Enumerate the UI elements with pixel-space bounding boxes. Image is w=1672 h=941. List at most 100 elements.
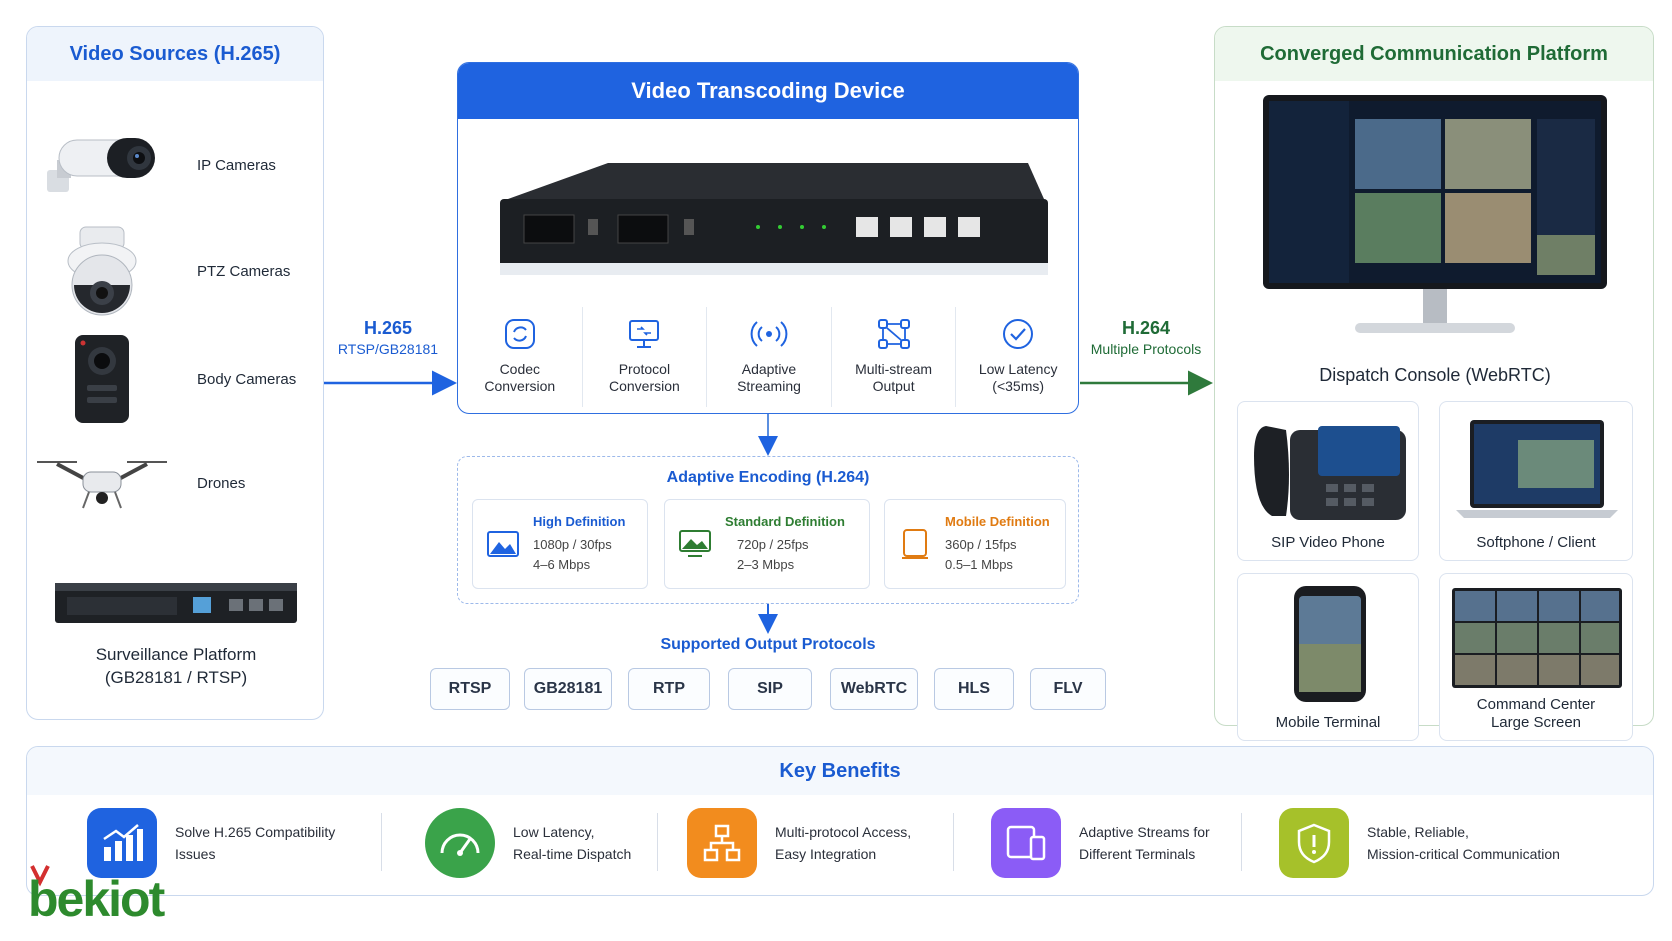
- broadcast-icon: [749, 313, 789, 355]
- source-ptz-cameras: PTZ Cameras: [27, 221, 325, 321]
- terminal-line1: Command Center: [1476, 696, 1596, 713]
- feature-line2: Conversion: [484, 378, 556, 394]
- output-codec: H.264: [1121, 318, 1171, 338]
- profile-bitrate: 2–3 Mbps: [737, 556, 795, 572]
- bekiot-logo: bekiot: [28, 862, 203, 927]
- terminal-mobile: Mobile Terminal: [1237, 573, 1419, 741]
- feature-codec-conversion: Codec Conversion: [458, 307, 583, 407]
- benefit-line1: Low Latency,: [513, 824, 595, 840]
- terminal-line2: Large Screen: [1490, 714, 1582, 731]
- terminal-label: Command Center Large Screen: [1440, 696, 1632, 732]
- protocol-gb28181: GB28181: [524, 668, 612, 710]
- image-icon: [473, 530, 533, 558]
- benefit-divider: [953, 813, 954, 871]
- desk-phone-icon: [1246, 416, 1412, 531]
- terminal-sip-video-phone: SIP Video Phone: [1237, 401, 1419, 561]
- terminal-line1: Softphone / Client: [1476, 534, 1596, 551]
- benefit-line2: Real-time Dispatch: [513, 846, 632, 862]
- codec-conversion-icon: [503, 313, 537, 355]
- benefit-divider: [381, 813, 382, 871]
- input-protocol: RTSP/GB28181: [337, 341, 439, 357]
- feature-line2: Conversion: [608, 378, 680, 394]
- feature-adaptive-streaming: Adaptive Streaming: [707, 307, 832, 407]
- input-codec: H.265: [363, 318, 413, 338]
- benefit-divider: [657, 813, 658, 871]
- profile-standard-definition: Standard Definition 720p / 25fps 2–3 Mbp…: [664, 499, 870, 589]
- profile-resolution: 1080p / 30fps: [533, 536, 612, 552]
- device-title: Video Transcoding Device: [458, 63, 1078, 119]
- adaptive-encoding-panel: Adaptive Encoding (H.264) High Definitio…: [457, 456, 1079, 604]
- terminal-label: Softphone / Client: [1440, 534, 1632, 552]
- source-drones: Drones: [27, 433, 325, 533]
- terminal-label: SIP Video Phone: [1238, 534, 1418, 552]
- dispatch-console-label: Dispatch Console (WebRTC): [1319, 365, 1551, 385]
- profile-bitrate: 4–6 Mbps: [533, 556, 591, 572]
- profile-name: High Definition: [533, 513, 626, 529]
- monitor-image-icon: [665, 529, 725, 559]
- platform-title: Converged Communication Platform: [1215, 27, 1653, 81]
- profile-mobile-definition: Mobile Definition 360p / 15fps 0.5–1 Mbp…: [884, 499, 1066, 589]
- feature-multi-stream-output: Multi-stream Output: [832, 307, 957, 407]
- ptz-camera-icon: [27, 221, 177, 321]
- protocol-sip: SIP: [728, 668, 812, 710]
- dispatch-monitor-icon: [1263, 95, 1607, 360]
- feature-line2: Streaming: [737, 378, 801, 394]
- benefit-low-latency: Low Latency, Real-time Dispatch: [425, 807, 631, 879]
- source-ip-cameras: IP Cameras: [27, 115, 325, 215]
- video-sources-title: Video Sources (H.265): [27, 27, 323, 81]
- feature-low-latency: Low Latency (<35ms): [956, 307, 1080, 407]
- profile-high-definition: High Definition 1080p / 30fps 4–6 Mbps: [472, 499, 648, 589]
- terminal-line1: SIP Video Phone: [1271, 534, 1385, 551]
- benefit-divider: [1241, 813, 1242, 871]
- ip-camera-icon: [27, 115, 177, 215]
- input-arrow-label: H.265 RTSP/GB28181: [326, 318, 450, 357]
- benefit-line2: Issues: [175, 846, 216, 862]
- terminal-softphone-client: Softphone / Client: [1439, 401, 1633, 561]
- output-protocol: Multiple Protocols: [1090, 341, 1202, 357]
- feature-line1: Codec: [499, 361, 541, 377]
- feature-line1: Multi-stream: [855, 361, 933, 377]
- body-camera-icon: [27, 329, 177, 429]
- transcoder-hardware-icon: [488, 155, 1050, 300]
- source-label: Body Cameras: [197, 370, 297, 388]
- benefit-line1: Stable, Reliable,: [1367, 824, 1469, 840]
- hierarchy-icon: [687, 808, 757, 878]
- svg-text:bekiot: bekiot: [28, 871, 166, 922]
- source-label: IP Cameras: [197, 156, 276, 174]
- protocols-title: Supported Output Protocols: [660, 636, 876, 653]
- devices-icon: [991, 808, 1061, 878]
- surveillance-server-icon: [53, 573, 299, 627]
- protocol-rtp: RTP: [628, 668, 710, 710]
- benefit-line1: Multi-protocol Access,: [775, 824, 912, 840]
- video-wall-icon: [1452, 588, 1622, 693]
- source-body-cameras: Body Cameras: [27, 329, 325, 429]
- monitor-icon: [627, 313, 661, 355]
- protocol-hls: HLS: [934, 668, 1014, 710]
- source-label: Drones: [197, 474, 246, 492]
- feature-protocol-conversion: Protocol Conversion: [583, 307, 708, 407]
- shield-icon: [1279, 808, 1349, 878]
- speedometer-icon: [425, 808, 495, 878]
- surveillance-platform-label: Surveillance Platform (GB28181 / RTSP): [27, 643, 325, 689]
- device-features: Codec Conversion Protocol Conversion Ada…: [458, 307, 1080, 407]
- bar-chart-icon: [87, 808, 157, 878]
- drone-icon: [27, 433, 177, 533]
- terminal-line1: Mobile Terminal: [1275, 714, 1381, 731]
- source-label: PTZ Cameras: [197, 262, 291, 280]
- laptop-icon: [1452, 416, 1622, 527]
- benefit-reliable: Stable, Reliable,Mission-critical Commun…: [1279, 807, 1560, 879]
- protocol-flv: FLV: [1030, 668, 1106, 710]
- terminal-label: Mobile Terminal: [1238, 714, 1418, 732]
- smartphone-icon: [1292, 584, 1368, 709]
- profile-bitrate: 0.5–1 Mbps: [945, 556, 1013, 572]
- protocol-webrtc: WebRTC: [830, 668, 918, 710]
- feature-line1: Low Latency: [978, 361, 1058, 377]
- feature-line2: Output: [872, 378, 915, 394]
- feature-line1: Protocol: [618, 361, 671, 377]
- benefit-line2: Different Terminals: [1079, 846, 1196, 862]
- surveillance-platform-line2: (GB28181 / RTSP): [104, 668, 248, 687]
